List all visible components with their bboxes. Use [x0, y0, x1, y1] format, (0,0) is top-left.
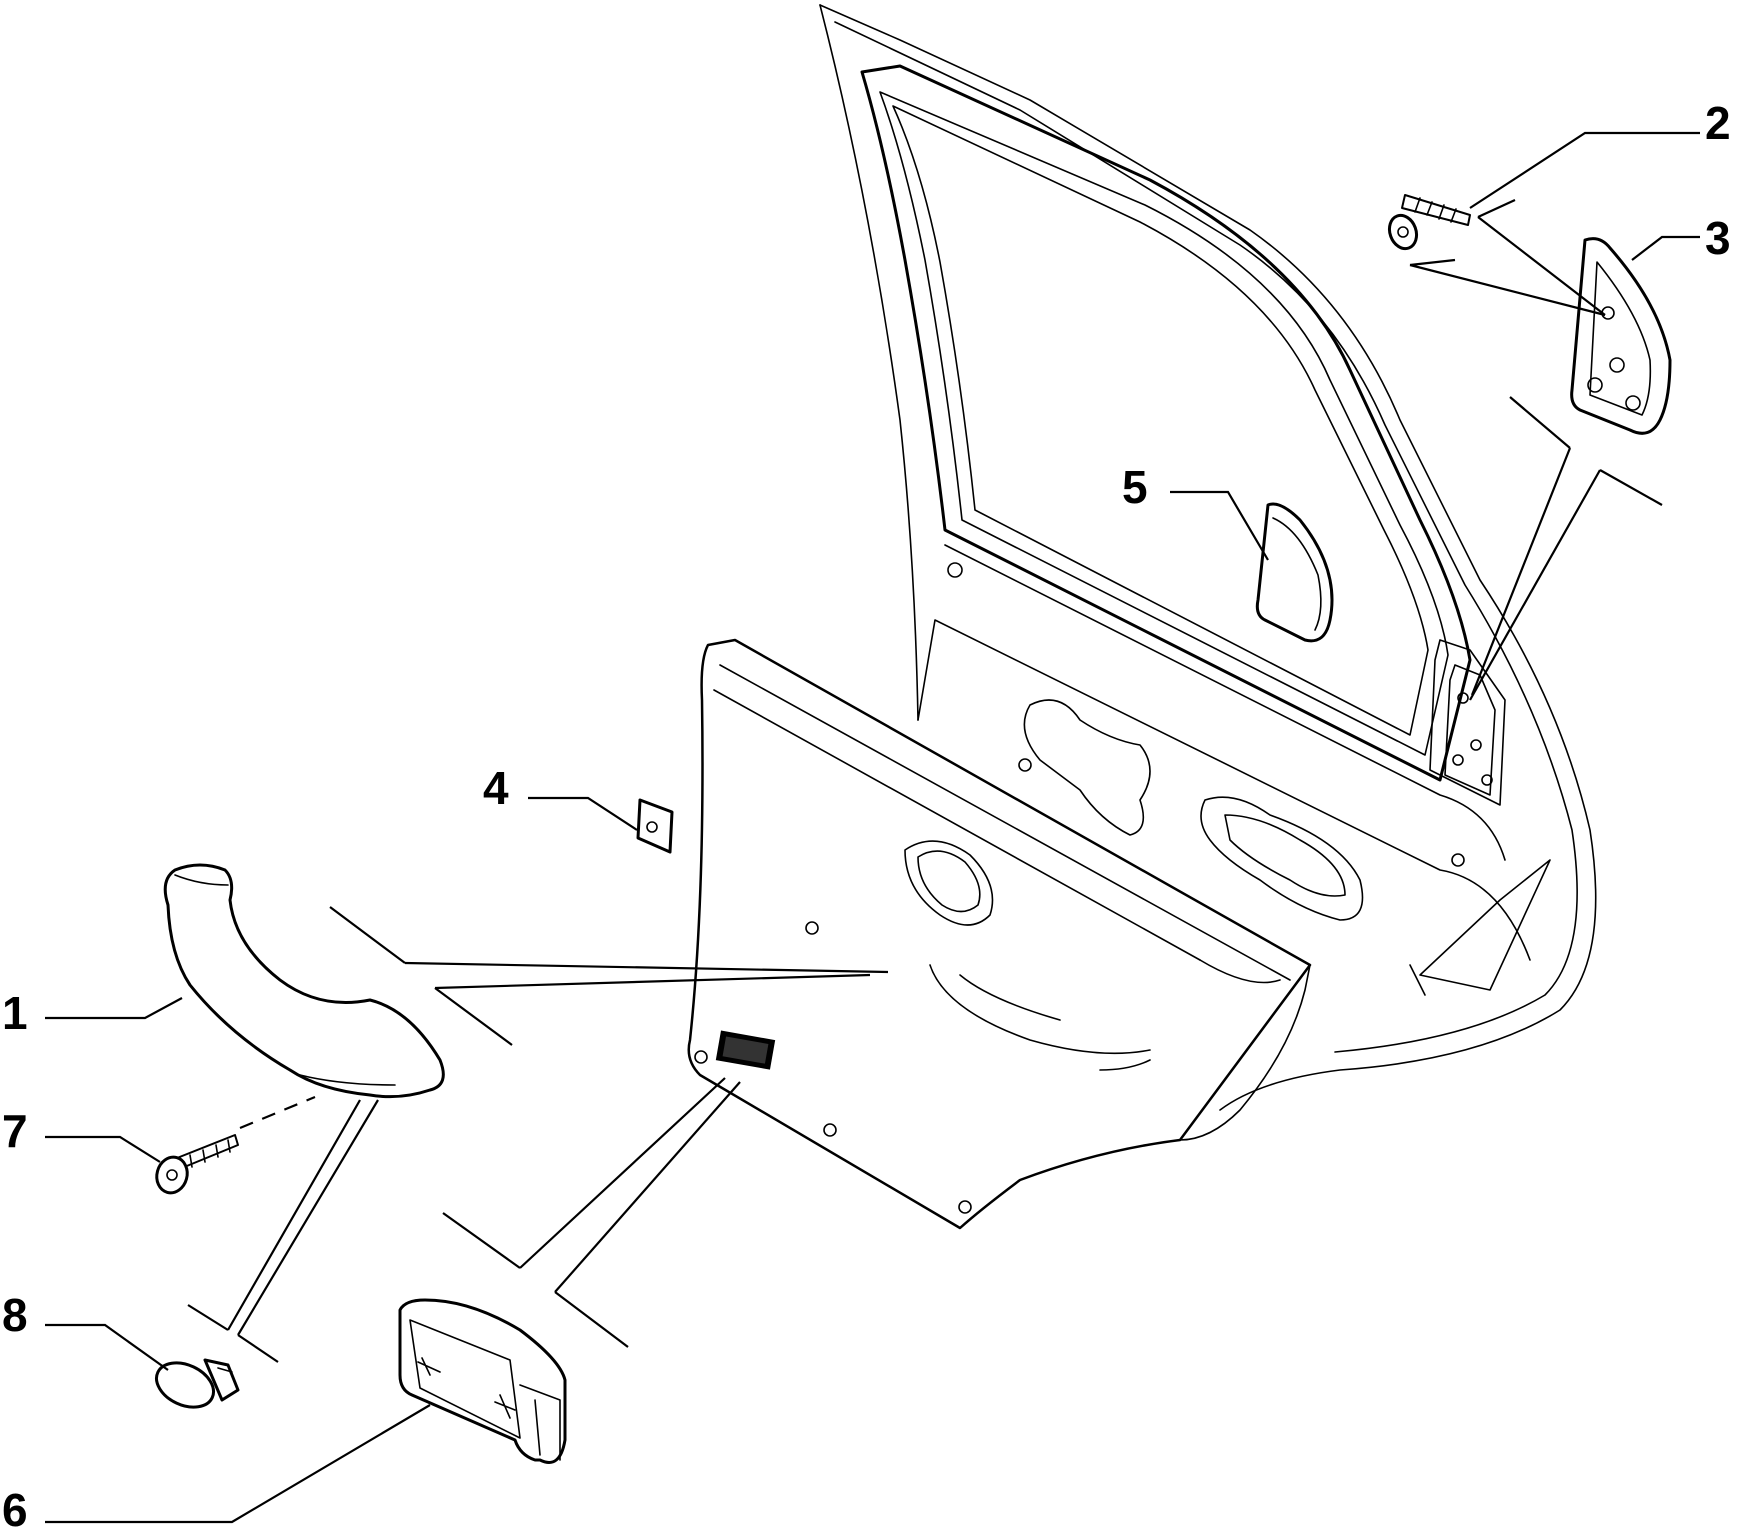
- cap-part-8: [155, 1358, 240, 1409]
- door-frame: [819, 4, 1597, 1111]
- callout-2: 2: [1705, 97, 1731, 149]
- callout-1: 1: [2, 987, 28, 1039]
- leader-lines: [45, 131, 1700, 1524]
- screw-part-7: [155, 1134, 239, 1195]
- callout-4: 4: [483, 762, 509, 814]
- lamp-part-6: [398, 1298, 567, 1464]
- plate-part-3: [1570, 237, 1672, 435]
- callout-6: 6: [2, 1484, 28, 1536]
- pad-part-5: [1255, 502, 1334, 643]
- screw-part-2: [1387, 194, 1471, 251]
- callout-8: 8: [2, 1289, 28, 1341]
- grab-handle-part-1: [163, 863, 445, 1099]
- door-trim-panel: [687, 638, 1312, 1230]
- callout-5: 5: [1122, 461, 1148, 513]
- callout-7: 7: [2, 1105, 28, 1157]
- callout-3: 3: [1705, 212, 1731, 264]
- clip-part-4: [636, 798, 674, 854]
